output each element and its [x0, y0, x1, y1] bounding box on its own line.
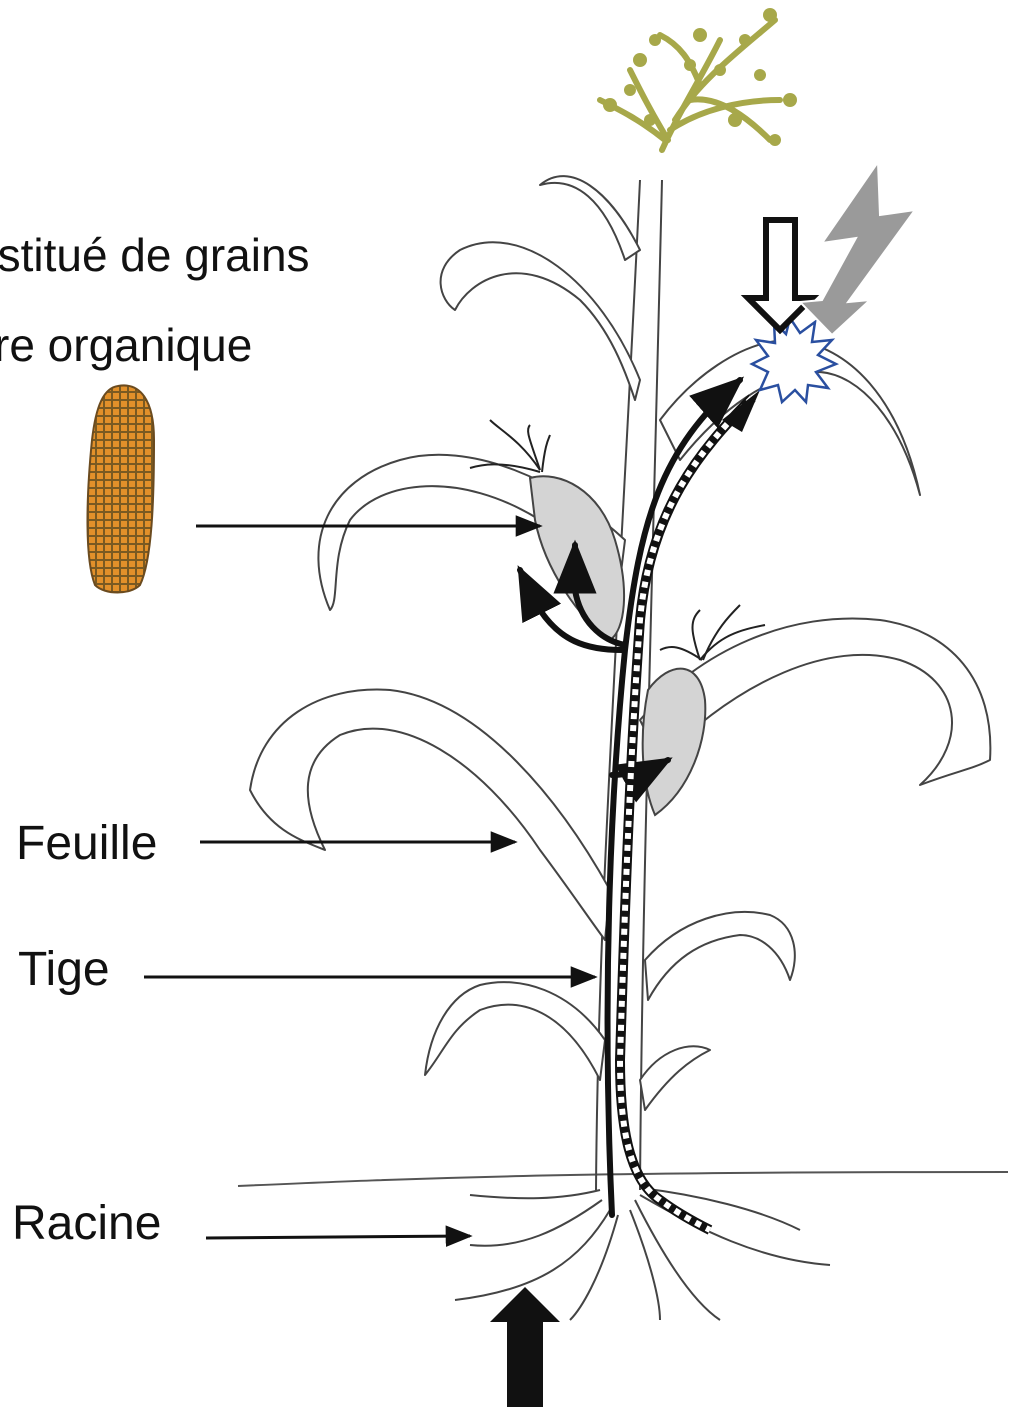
- sun-burst-icon: [752, 318, 836, 402]
- lightning-icon: [800, 162, 915, 335]
- pointer-lines: [144, 526, 595, 1238]
- leaf-label: Feuille: [16, 820, 157, 868]
- root-uptake-arrow-icon: [490, 1287, 560, 1407]
- stem-label: Tige: [18, 946, 110, 994]
- lower-ear: [643, 669, 706, 815]
- grain-description-line2: re organique: [0, 322, 252, 368]
- grain-description-line1: nstitué de grains: [0, 232, 310, 278]
- ground-line: [238, 1172, 1008, 1186]
- pointer-root: [206, 1236, 470, 1238]
- root-label: Racine: [12, 1200, 161, 1248]
- input-arrow-icon: [748, 220, 812, 330]
- corn-cob-icon: [87, 385, 154, 592]
- roots: [455, 1188, 830, 1320]
